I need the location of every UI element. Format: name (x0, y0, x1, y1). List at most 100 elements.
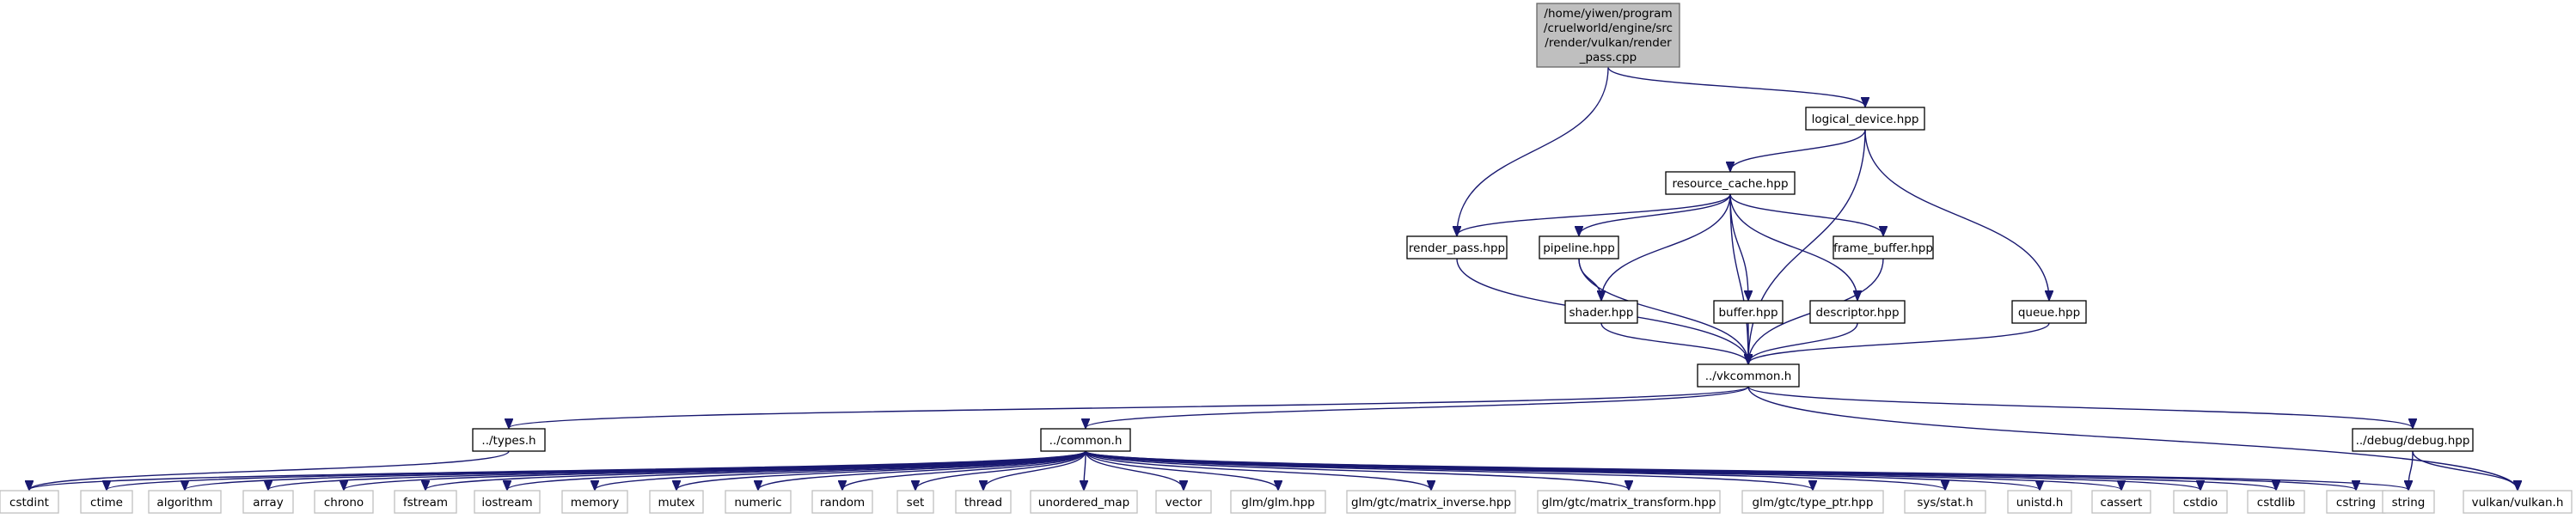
node-iostream-box (474, 490, 541, 514)
node-frame_buffer-box (1833, 235, 1934, 260)
node-cassert[interactable]: cassert (2091, 490, 2151, 514)
edge-pipeline-to-shader (1578, 258, 1601, 300)
edge-common-to-mutex (676, 450, 1086, 490)
node-thread[interactable]: thread (955, 490, 1012, 514)
node-vulkan-label: vulkan/vulkan.h (2472, 496, 2564, 510)
edge-queue-to-vkcommon (1748, 322, 2050, 363)
node-ctime[interactable]: ctime (80, 490, 133, 514)
node-buffer[interactable]: buffer.hpp (1713, 300, 1784, 324)
node-types-box (472, 428, 546, 452)
edge-vkcommon-to-types (509, 386, 1749, 428)
node-chrono[interactable]: chrono (314, 490, 374, 514)
edge-resource_cache-to-pipeline (1579, 193, 1731, 235)
node-cstdio-label: cstdio (2183, 496, 2218, 510)
node-buffer-box (1713, 300, 1784, 324)
node-render_pass[interactable]: render_pass.hpp (1406, 235, 1508, 260)
node-glm[interactable]: glm/glm.hpp (1230, 490, 1326, 514)
node-fstream[interactable]: fstream (394, 490, 457, 514)
node-cstdlib[interactable]: cstdlib (2247, 490, 2305, 514)
node-buffer-label: buffer.hpp (1718, 306, 1778, 320)
node-unistd[interactable]: unistd.h (2007, 490, 2072, 514)
node-cstring-label: cstring (2336, 496, 2376, 510)
node-iostream[interactable]: iostream (474, 490, 541, 514)
edge-common-to-string (1085, 450, 2408, 490)
node-root[interactable]: /home/yiwen/program/cruelworld/engine/sr… (1536, 3, 1680, 68)
node-cstdio[interactable]: cstdio (2173, 490, 2228, 514)
node-pipeline[interactable]: pipeline.hpp (1539, 235, 1619, 260)
node-cstring[interactable]: cstring (2326, 490, 2386, 514)
node-cstdlib-label: cstdlib (2257, 496, 2295, 510)
node-unordered_map[interactable]: unordered_map (1030, 490, 1138, 514)
node-debug[interactable]: ../debug/debug.hpp (2352, 428, 2474, 452)
node-shader-box (1564, 300, 1638, 324)
node-numeric-label: numeric (734, 496, 781, 510)
edge-vkcommon-to-vulkan (1747, 386, 2518, 490)
node-typeptr[interactable]: glm/gtc/type_ptr.hpp (1741, 490, 1884, 514)
node-unistd-label: unistd.h (2016, 496, 2064, 510)
node-random-label: random (820, 496, 865, 510)
edge-resource_cache-to-shader (1601, 193, 1731, 300)
node-descriptor[interactable]: descriptor.hpp (1809, 300, 1906, 324)
edge-common-to-thread (983, 450, 1086, 490)
node-random[interactable]: random (811, 490, 873, 514)
node-resource_cache[interactable]: resource_cache.hpp (1665, 171, 1796, 195)
edge-shader-to-vkcommon (1600, 322, 1748, 363)
node-descriptor-label: descriptor.hpp (1815, 306, 1899, 320)
node-mattrans[interactable]: glm/gtc/matrix_transform.hpp (1537, 490, 1721, 514)
node-typeptr-label: glm/gtc/type_ptr.hpp (1753, 496, 1874, 510)
node-resource_cache-box (1665, 171, 1796, 195)
node-common[interactable]: ../common.h (1040, 428, 1131, 452)
edge-common-to-glm (1085, 450, 1278, 490)
node-shader[interactable]: shader.hpp (1564, 300, 1638, 324)
node-set[interactable]: set (896, 490, 934, 514)
node-frame_buffer[interactable]: frame_buffer.hpp (1833, 235, 1934, 260)
file-nodes: /home/yiwen/program/cruelworld/engine/sr… (0, 3, 2573, 514)
node-sysstat[interactable]: sys/stat.h (1904, 490, 1986, 514)
node-vulkan[interactable]: vulkan/vulkan.h (2463, 490, 2573, 514)
edge-common-to-mattrans (1085, 450, 1629, 490)
node-matinv[interactable]: glm/gtc/matrix_inverse.hpp (1346, 490, 1516, 514)
node-random-box (811, 490, 873, 514)
node-queue[interactable]: queue.hpp (2011, 300, 2087, 324)
node-resource_cache-label: resource_cache.hpp (1672, 177, 1788, 191)
edge-common-to-memory (595, 450, 1086, 490)
node-glm-box (1230, 490, 1326, 514)
node-vulkan-box (2463, 490, 2573, 514)
node-unordered_map-label: unordered_map (1038, 496, 1129, 510)
node-array[interactable]: array (242, 490, 294, 514)
node-cstdint[interactable]: cstdint (0, 490, 59, 514)
node-algorithm-box (148, 490, 222, 514)
dependency-edges (29, 66, 2518, 490)
node-thread-label: thread (964, 496, 1002, 510)
node-chrono-box (314, 490, 374, 514)
edge-vkcommon-to-debug (1747, 386, 2413, 428)
node-common-label: ../common.h (1049, 434, 1123, 448)
edge-common-to-iostream (507, 450, 1086, 490)
node-memory[interactable]: memory (561, 490, 628, 514)
node-common-box (1040, 428, 1131, 452)
node-unistd-box (2007, 490, 2072, 514)
node-logical_device-box (1805, 107, 1925, 131)
edge-logical_device-to-queue (1864, 129, 2049, 300)
node-string-label: string (2392, 496, 2426, 510)
node-matinv-box (1346, 490, 1516, 514)
node-logical_device[interactable]: logical_device.hpp (1805, 107, 1925, 131)
node-mutex[interactable]: mutex (649, 490, 704, 514)
node-algorithm[interactable]: algorithm (148, 490, 222, 514)
edge-common-to-algorithm (185, 450, 1086, 490)
edge-logical_device-to-resource_cache (1730, 129, 1866, 171)
node-glm-label: glm/glm.hpp (1241, 496, 1314, 510)
node-vkcommon[interactable]: ../vkcommon.h (1697, 363, 1800, 388)
node-types[interactable]: ../types.h (472, 428, 546, 452)
node-vector[interactable]: vector (1155, 490, 1212, 514)
node-string[interactable]: string (2382, 490, 2435, 514)
edge-descriptor-to-vkcommon (1748, 322, 1858, 363)
node-numeric[interactable]: numeric (725, 490, 792, 514)
node-descriptor-box (1809, 300, 1906, 324)
node-string-box (2382, 490, 2435, 514)
node-cstdint-box (0, 490, 59, 514)
edge-resource_cache-to-render_pass (1457, 193, 1731, 235)
edge-resource_cache-to-descriptor (1729, 193, 1857, 300)
node-fstream-box (394, 490, 457, 514)
node-sysstat-box (1904, 490, 1986, 514)
